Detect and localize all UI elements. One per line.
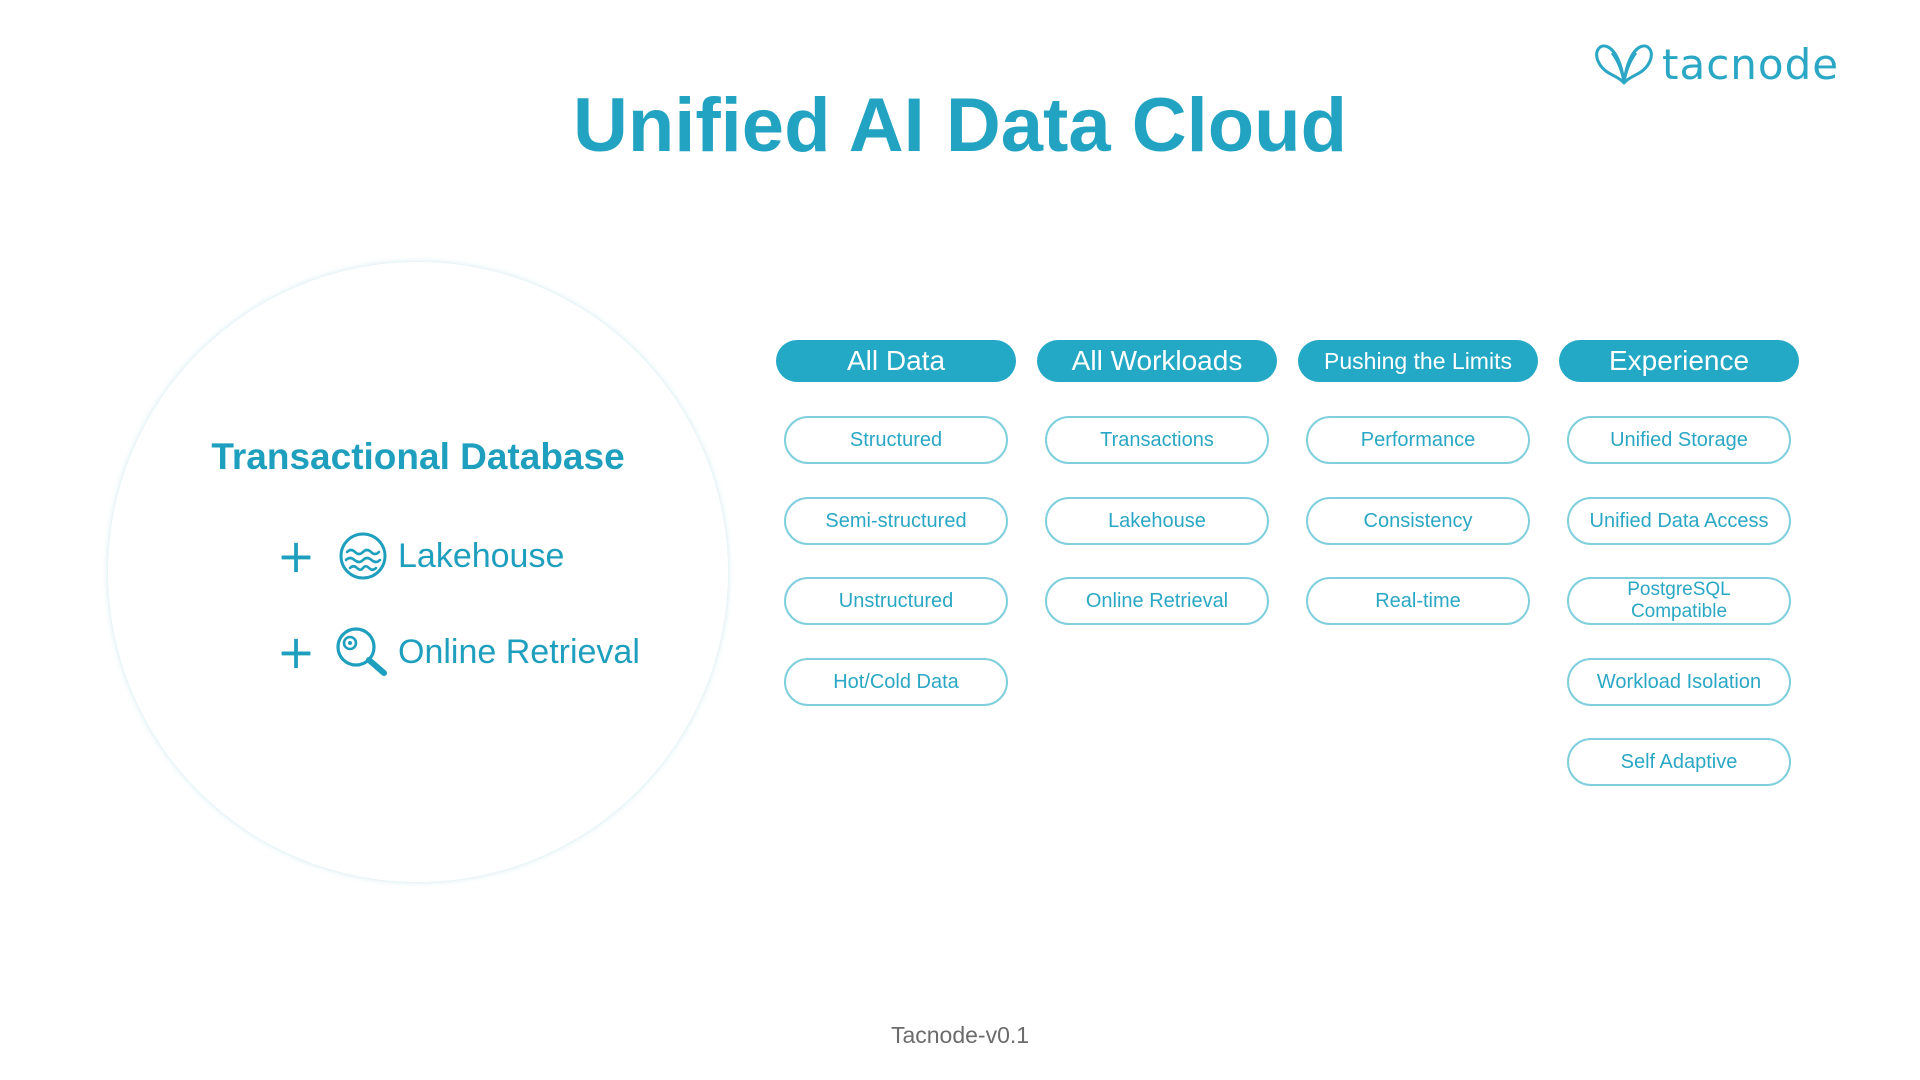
plus-icon: + <box>276 529 316 583</box>
lake-icon <box>332 529 394 583</box>
core-item-lakehouse: + Lakehouse <box>272 526 565 586</box>
pill-workload-isolation: Workload Isolation <box>1567 658 1791 706</box>
logo: tacnode <box>1592 38 1862 90</box>
pill-online-retrieval: Online Retrieval <box>1045 577 1269 625</box>
pill-unified-data-access: Unified Data Access <box>1567 497 1791 545</box>
core-item-label: Lakehouse <box>398 536 565 575</box>
pill-real-time: Real-time <box>1306 577 1530 625</box>
core-title: Transactional Database <box>211 436 625 477</box>
pill-self-adaptive: Self Adaptive <box>1567 738 1791 786</box>
pill-semi-structured: Semi-structured <box>784 497 1008 545</box>
butterfly-logo-icon <box>1595 44 1653 85</box>
column-header-all-workloads: All Workloads <box>1037 340 1277 382</box>
pill-unified-storage: Unified Storage <box>1567 416 1791 464</box>
page-title: Unified AI Data Cloud <box>572 83 1348 168</box>
pill-consistency: Consistency <box>1306 497 1530 545</box>
column-header-pushing-the-limits: Pushing the Limits <box>1298 340 1538 382</box>
pill-postgresql-compatible: PostgreSQL Compatible <box>1567 577 1791 625</box>
pill-structured: Structured <box>784 416 1008 464</box>
pill-hot-cold-data: Hot/Cold Data <box>784 658 1008 706</box>
logo-text: tacnode <box>1662 39 1840 89</box>
column-header-experience: Experience <box>1559 340 1799 382</box>
pill-lakehouse: Lakehouse <box>1045 497 1269 545</box>
core-item-label: Online Retrieval <box>398 632 640 671</box>
core-item-online-retrieval: + Online Retrieval <box>272 622 640 682</box>
footer-version: Tacnode-v0.1 <box>890 1022 1030 1048</box>
pill-performance: Performance <box>1306 416 1530 464</box>
pill-unstructured: Unstructured <box>784 577 1008 625</box>
search-magnifier-icon <box>332 625 394 679</box>
pill-transactions: Transactions <box>1045 416 1269 464</box>
core-circle <box>108 262 728 882</box>
column-header-all-data: All Data <box>776 340 1016 382</box>
plus-icon: + <box>276 625 316 679</box>
